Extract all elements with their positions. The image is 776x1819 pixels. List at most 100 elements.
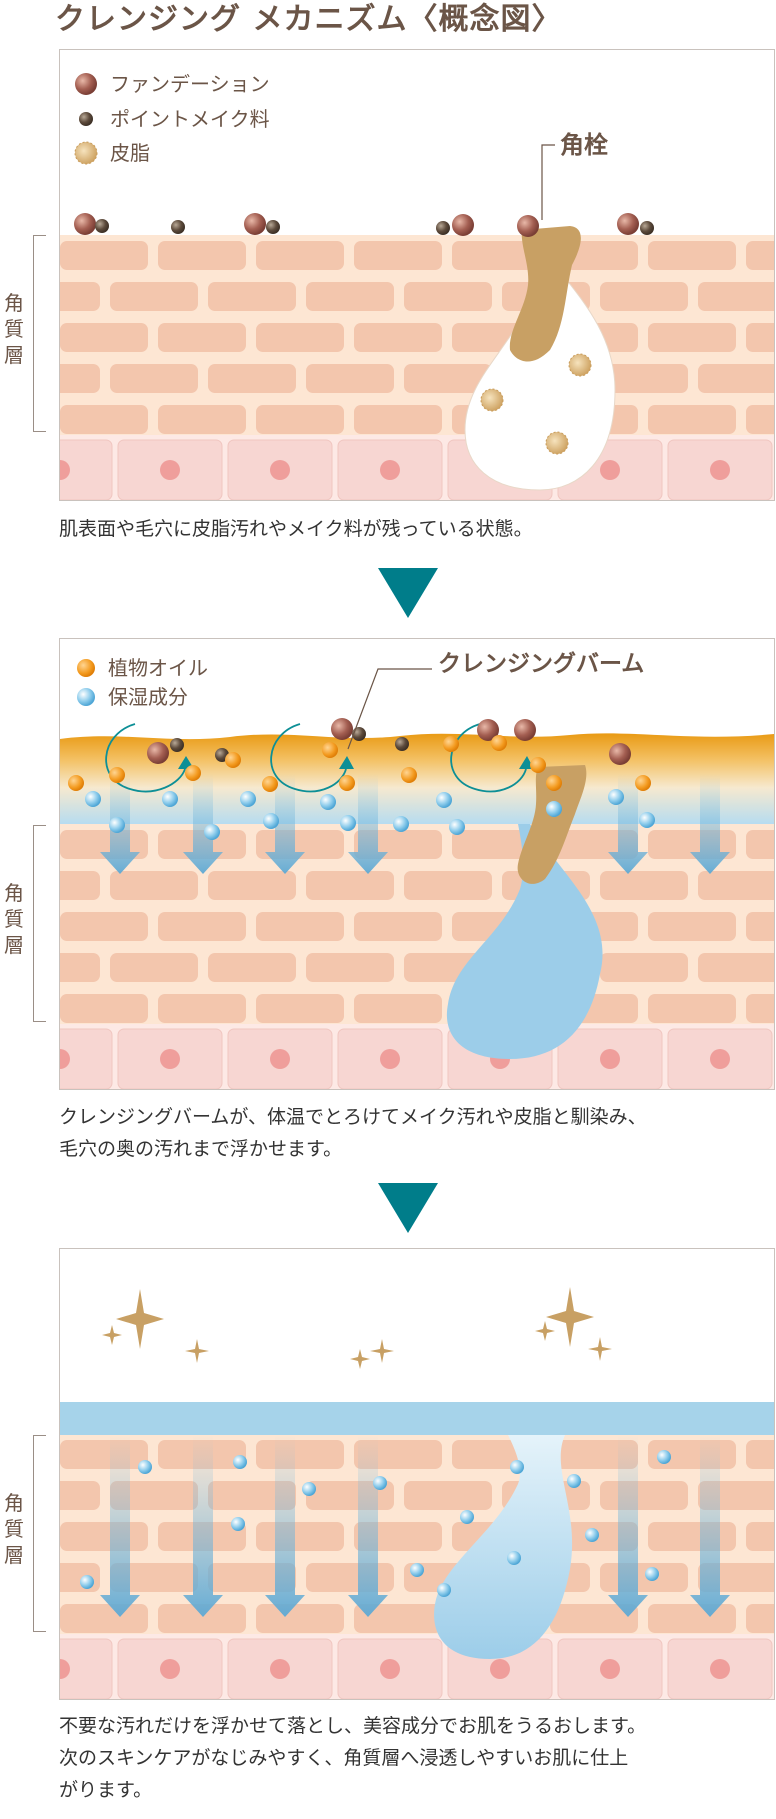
skin-cell-brick bbox=[550, 1604, 638, 1633]
arrow-down-icon-2 bbox=[378, 1183, 438, 1233]
skin-cell-brick bbox=[746, 1604, 774, 1633]
skin-cell-brick bbox=[746, 994, 774, 1023]
down-arrow-icon bbox=[690, 1435, 730, 1617]
plant-oil-particle-icon bbox=[77, 659, 95, 677]
skin-cell-brick bbox=[110, 1563, 198, 1592]
skin-cell-brick bbox=[60, 405, 148, 434]
penetrated-moisture-particles bbox=[80, 1450, 671, 1597]
skin-cell-brick bbox=[648, 1604, 736, 1633]
skin-cell-brick bbox=[600, 871, 688, 900]
sparkle-icon bbox=[116, 1289, 164, 1349]
skin-cell-brick bbox=[158, 912, 246, 941]
cell-nucleus bbox=[380, 1659, 400, 1679]
skin-cell-brick bbox=[550, 830, 638, 859]
stratum-label-1: 角 質 層 bbox=[4, 291, 24, 367]
skin-cell-brick bbox=[648, 912, 736, 941]
skin-cell-brick bbox=[60, 871, 100, 900]
skin-cell-brick bbox=[306, 282, 394, 311]
skin-cell-brick bbox=[306, 1563, 394, 1592]
skin-diagram-during: 植物オイル 保湿成分 クレンジングバーム bbox=[60, 650, 774, 1089]
down-arrow-icon bbox=[690, 774, 730, 874]
penetration-arrows bbox=[100, 774, 730, 874]
cell-nucleus bbox=[60, 1659, 70, 1679]
cell-nucleus bbox=[600, 1049, 620, 1069]
stratum-corneum-layer bbox=[60, 235, 774, 440]
skin-cell-brick bbox=[746, 241, 774, 270]
skin-cell-brick bbox=[746, 912, 774, 941]
sparkle-icon bbox=[102, 1325, 122, 1345]
down-arrow-icon bbox=[183, 1435, 223, 1617]
cell-nucleus bbox=[160, 460, 180, 480]
cell-nucleus bbox=[600, 1659, 620, 1679]
skin-cell-brick bbox=[746, 1522, 774, 1551]
skin-cell-brick bbox=[60, 1604, 148, 1633]
skin-cell-brick bbox=[256, 1522, 344, 1551]
skin-cell-brick bbox=[404, 282, 492, 311]
callout-leader-line bbox=[347, 668, 432, 750]
skin-cell-brick bbox=[208, 871, 296, 900]
skin-cell-brick bbox=[404, 871, 492, 900]
cell-nucleus bbox=[270, 1049, 290, 1069]
point-makeup-particle-icon bbox=[79, 112, 93, 126]
skin-cell-brick bbox=[60, 1522, 148, 1551]
sparkle-icon bbox=[370, 1339, 394, 1363]
skin-cell-brick bbox=[60, 994, 148, 1023]
skin-cell-brick bbox=[110, 953, 198, 982]
callout-cleansing-balm: クレンジングバーム bbox=[438, 650, 644, 677]
skin-cell-brick bbox=[256, 1440, 344, 1469]
sparkle-icon bbox=[535, 1321, 555, 1341]
skin-cell-brick bbox=[648, 1522, 736, 1551]
skin-diagram-after bbox=[60, 1287, 774, 1699]
skin-cell-brick bbox=[110, 871, 198, 900]
skin-cell-brick bbox=[60, 1481, 100, 1510]
moisturizing-particle-icon bbox=[77, 688, 95, 706]
skin-cell-brick bbox=[452, 241, 540, 270]
moisture-barrier-band bbox=[60, 1402, 774, 1435]
legend-moisturizing: 保湿成分 bbox=[108, 685, 188, 709]
skin-cell-brick bbox=[208, 1481, 296, 1510]
down-arrow-icon bbox=[348, 774, 388, 874]
balm-filled-pore bbox=[446, 824, 603, 1059]
down-arrow-icon bbox=[100, 1435, 140, 1617]
skin-cell-brick bbox=[746, 1440, 774, 1469]
cell-nucleus bbox=[600, 460, 620, 480]
skin-cell-brick bbox=[746, 405, 774, 434]
plant-oil-particles bbox=[68, 735, 651, 792]
stratum-bracket-2 bbox=[33, 825, 46, 1022]
skin-cell-brick bbox=[256, 323, 344, 352]
skin-cell-brick bbox=[550, 1440, 638, 1469]
skin-cell-brick bbox=[600, 953, 688, 982]
skin-cell-brick bbox=[648, 241, 736, 270]
skin-cell-brick bbox=[306, 871, 394, 900]
skin-cell-brick bbox=[746, 323, 774, 352]
cell-layer bbox=[60, 435, 774, 500]
skin-cell-brick bbox=[354, 994, 442, 1023]
cell-nucleus bbox=[710, 460, 730, 480]
skin-cell-brick bbox=[698, 282, 774, 311]
caption-after: 不要な汚れだけを浮かせて落とし、美容成分でお肌をうるおします。 次のスキンケアが… bbox=[59, 1715, 647, 1801]
skin-cell-brick bbox=[648, 994, 736, 1023]
cell-nucleus bbox=[270, 1659, 290, 1679]
legend-point-makeup: ポイントメイク料 bbox=[110, 107, 270, 131]
skin-cell-brick bbox=[60, 953, 100, 982]
penetration-arrows bbox=[100, 1435, 730, 1617]
skin-cell-brick bbox=[256, 1604, 344, 1633]
legend-plant-oil: 植物オイル bbox=[108, 656, 208, 680]
sparkle-icon bbox=[588, 1337, 612, 1361]
foundation-particle-icon bbox=[75, 73, 97, 95]
skin-cell-brick bbox=[110, 282, 198, 311]
caption-before: 肌表面や毛穴に皮脂汚れやメイク料が残っている状態。 bbox=[59, 518, 533, 540]
cell-nucleus bbox=[60, 1049, 70, 1069]
skin-cell-brick bbox=[648, 323, 736, 352]
skin-cell-brick bbox=[158, 323, 246, 352]
sparkle-icon bbox=[185, 1339, 209, 1363]
skin-cell-brick bbox=[60, 282, 100, 311]
surface-dirt-particles bbox=[74, 213, 654, 237]
keratin-plug bbox=[517, 765, 587, 884]
cell-nucleus bbox=[710, 1659, 730, 1679]
skin-cell-brick bbox=[60, 912, 148, 941]
skin-cell-brick bbox=[354, 405, 442, 434]
skin-cell-brick bbox=[600, 1563, 688, 1592]
skin-cell-brick bbox=[256, 405, 344, 434]
skin-cell-brick bbox=[110, 364, 198, 393]
